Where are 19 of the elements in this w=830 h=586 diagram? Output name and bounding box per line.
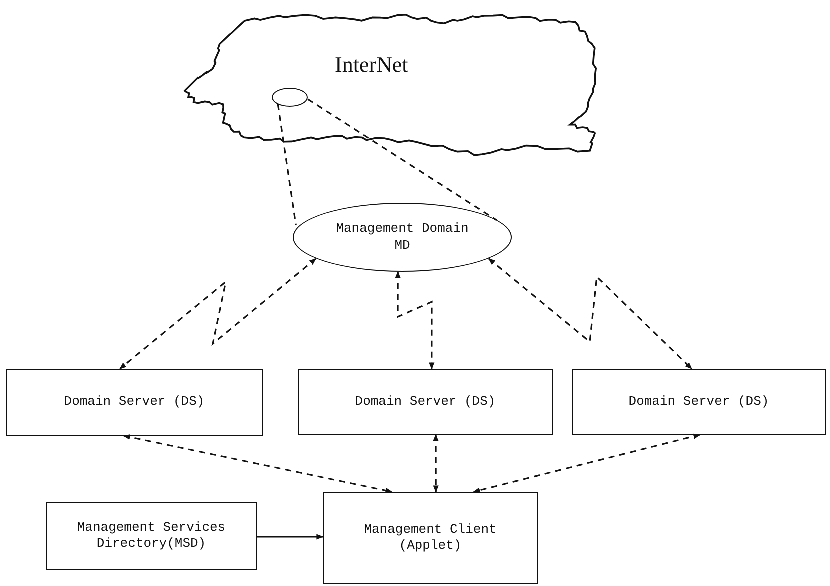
cloud-label: InterNet — [335, 51, 408, 78]
dashed-arrow — [488, 258, 692, 370]
ellipse-label: Management Domain MD — [335, 221, 470, 254]
box-label: Domain Server (DS) — [355, 394, 496, 410]
server-box — [298, 369, 553, 435]
dashed-arrow — [433, 434, 439, 493]
directory-box — [46, 502, 257, 570]
client-box — [323, 492, 538, 584]
box-label: Management Services Directory(MSD) — [76, 520, 227, 552]
box-label: Domain Server (DS) — [628, 394, 770, 410]
server-box — [572, 369, 826, 435]
dashed-arrow — [123, 434, 393, 494]
server-box — [6, 369, 263, 436]
box-label: Domain Server (DS) — [64, 394, 205, 411]
dashed-arrow — [395, 271, 435, 370]
box-label: Management Client (Applet) — [363, 522, 498, 554]
dashed-arrow — [473, 434, 701, 494]
arrow — [257, 534, 324, 540]
dashed-arrow — [120, 258, 317, 370]
